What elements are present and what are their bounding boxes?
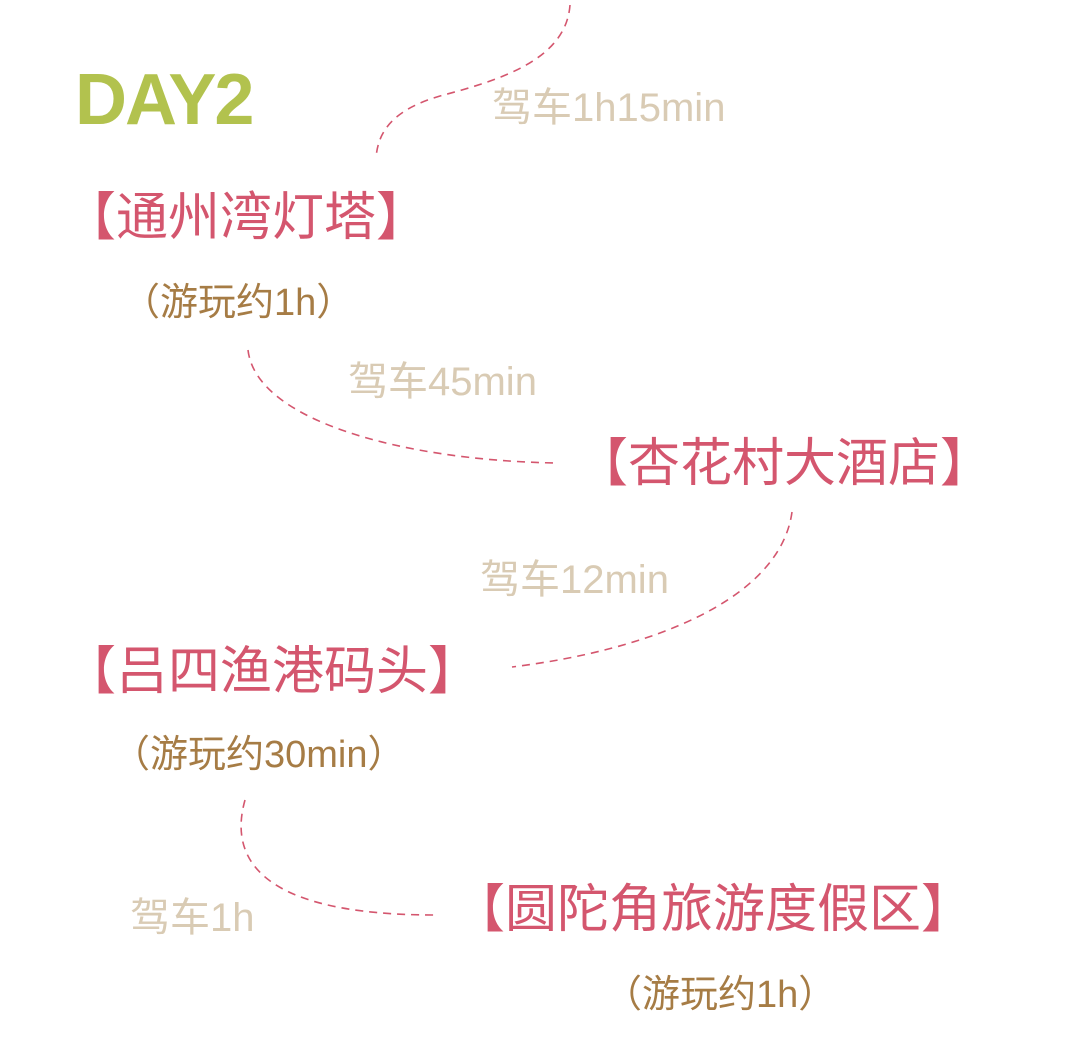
stop-duration-3: （游玩约30min） [112, 734, 406, 776]
route-line-2 [247, 349, 556, 464]
stop-title-4: 【圆陀角旅游度假区】 [453, 881, 974, 939]
day-label: DAY2 [75, 60, 254, 140]
route-line-1 [375, 4, 571, 159]
stop-duration-4: （游玩约1h） [604, 974, 837, 1016]
drive-time-1: 驾车1h15min [492, 86, 726, 130]
drive-time-2: 驾车45min [348, 360, 537, 404]
drive-time-3: 驾车12min [480, 558, 669, 602]
drive-time-4: 驾车1h [130, 896, 255, 940]
stop-title-1: 【通州湾灯塔】 [64, 189, 429, 247]
route-line-4 [240, 799, 436, 916]
stop-title-2: 【杏花村大酒店】 [576, 435, 993, 493]
stop-duration-1: （游玩约1h） [122, 282, 355, 324]
stop-title-3: 【吕四渔港码头】 [64, 643, 481, 701]
route-line-3 [511, 511, 793, 668]
